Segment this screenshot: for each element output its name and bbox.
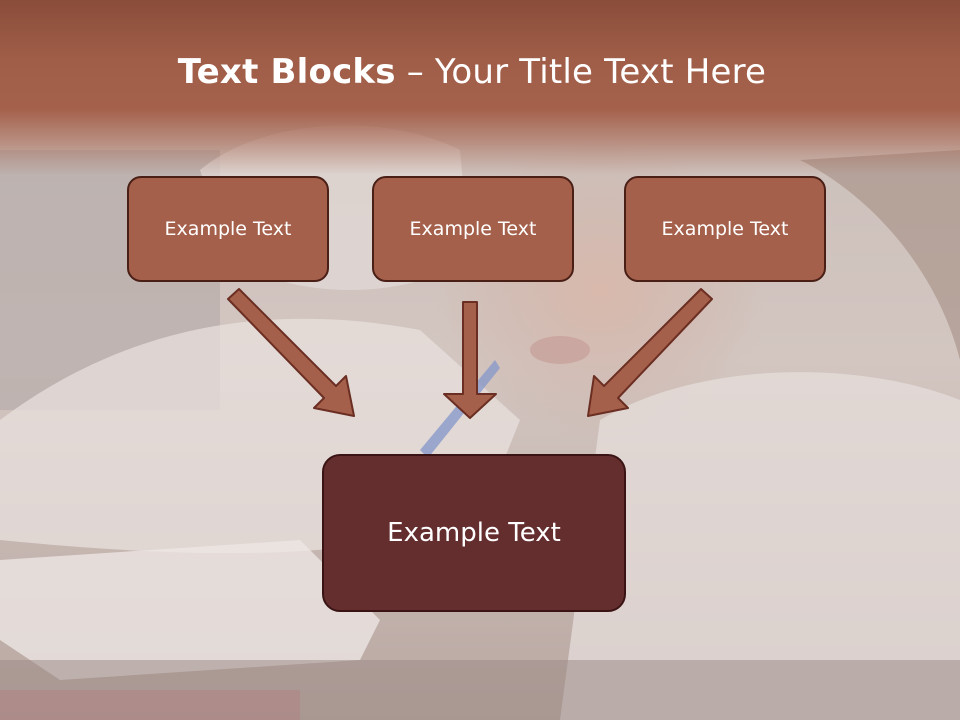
text-block-2[interactable]: Example Text — [372, 176, 574, 282]
text-block-3-label: Example Text — [661, 218, 789, 240]
slide-title-bold: Text Blocks — [177, 52, 396, 92]
slide-title: Text Blocks – Your Title Text Here — [0, 52, 944, 92]
title-band — [0, 0, 960, 175]
text-block-3[interactable]: Example Text — [624, 176, 826, 282]
text-block-main[interactable]: Example Text — [322, 454, 626, 612]
text-block-main-label: Example Text — [387, 518, 561, 548]
slide-title-dash: – — [395, 52, 435, 92]
text-block-1-label: Example Text — [164, 218, 292, 240]
slide-title-rest: Your Title Text Here — [434, 52, 767, 92]
text-block-2-label: Example Text — [409, 218, 537, 240]
text-block-1[interactable]: Example Text — [127, 176, 329, 282]
